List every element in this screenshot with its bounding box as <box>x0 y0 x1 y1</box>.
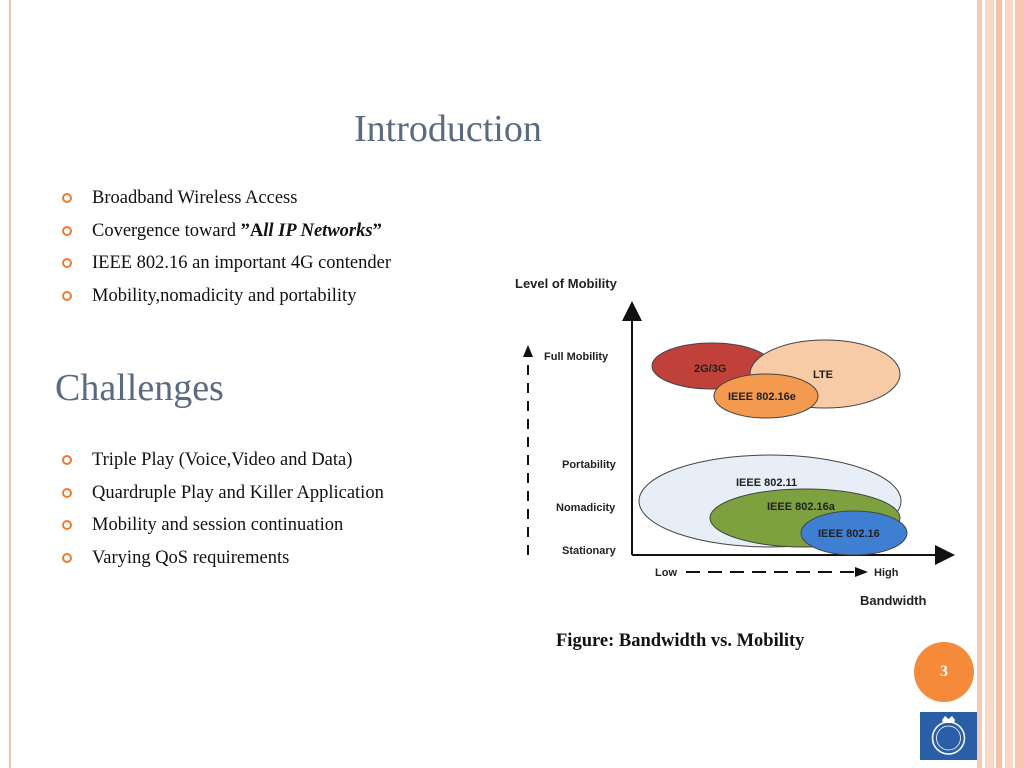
ellipse-ieee80216 <box>800 510 908 556</box>
kth-logo <box>920 712 977 760</box>
bullet-icon <box>62 487 72 498</box>
bullet-icon <box>62 193 72 203</box>
tech-label: IEEE 802.16 <box>818 528 880 540</box>
x-level-label: High <box>874 567 899 579</box>
ellipse-ieee80216e <box>713 373 819 419</box>
x-level-label: Low <box>655 567 677 579</box>
x-axis-title: Bandwidth <box>860 593 926 608</box>
bullet-item: Covergence toward ”All IP Networks” <box>60 220 391 253</box>
tech-label: LTE <box>813 369 833 381</box>
right-border-stripe <box>1015 0 1024 768</box>
right-border-stripe <box>977 0 982 768</box>
y-level-label: Full Mobility <box>544 351 609 363</box>
intro-title: Introduction <box>354 108 542 150</box>
bullet-text: IEEE 802.16 an important 4G contender <box>92 253 391 273</box>
tech-label: 2G/3G <box>694 363 726 375</box>
bullet-text: Mobility and session continuation <box>92 515 344 535</box>
bullet-item: Quardruple Play and Killer Application <box>60 482 384 515</box>
bullet-text-prefix: Covergence toward <box>92 220 241 241</box>
y-axis-title: Level of Mobility <box>515 276 618 291</box>
bullet-item: IEEE 802.16 an important 4G contender <box>60 252 391 285</box>
tech-label: IEEE 802.16a <box>767 501 836 513</box>
right-border-stripe <box>985 0 994 768</box>
y-level-label: Stationary <box>562 545 617 557</box>
bullet-icon <box>62 258 72 268</box>
page-number-badge: 3 <box>914 642 974 702</box>
bullet-item: Mobility,nomadicity and portability <box>60 285 391 318</box>
bullet-emph-suffix: ” <box>372 220 382 241</box>
bandwidth-arrowhead <box>855 567 868 577</box>
bullet-icon <box>62 552 72 563</box>
mobility-arrowhead <box>523 345 533 357</box>
bullet-text: Varying QoS requirements <box>92 547 290 568</box>
tech-label: IEEE 802.11 <box>736 477 797 489</box>
bullet-item: Varying QoS requirements <box>60 547 384 580</box>
y-level-label: Portability <box>562 459 617 471</box>
bullet-text: Mobility,nomadicity and portability <box>92 285 357 306</box>
challenges-title: Challenges <box>55 367 224 409</box>
kth-crest-icon <box>920 712 977 760</box>
challenges-bullet-list: Triple Play (Voice,Video and Data) Quard… <box>60 449 384 579</box>
tech-label: IEEE 802.16e <box>728 391 796 403</box>
mobility-bandwidth-diagram: Level of Mobility Bandwidth Full Mobilit… <box>515 276 955 608</box>
intro-bullet-list: Broadband Wireless Access Covergence tow… <box>60 187 391 317</box>
bullet-text: Triple Play (Voice,Video and Data) <box>92 450 353 470</box>
bullet-emph-b: ll IP Networks <box>263 220 373 241</box>
y-level-label: Nomadicity <box>556 502 616 514</box>
bullet-text: Broadband Wireless Access <box>92 188 298 208</box>
bullet-icon <box>62 290 72 301</box>
bullet-item: Broadband Wireless Access <box>60 187 391 220</box>
bullet-icon <box>62 520 72 530</box>
right-border-stripe <box>996 0 1002 768</box>
bullet-icon <box>62 455 72 465</box>
bullet-item: Triple Play (Voice,Video and Data) <box>60 449 384 482</box>
bullet-item: Mobility and session continuation <box>60 514 384 547</box>
bullet-emph-a: ”A <box>240 220 264 241</box>
page-number: 3 <box>940 663 948 680</box>
right-border-stripe <box>1005 0 1013 768</box>
figure-caption: Figure: Bandwidth vs. Mobility <box>556 631 805 651</box>
bullet-text: Quardruple Play and Killer Application <box>92 482 384 503</box>
left-border-line <box>9 0 11 768</box>
bullet-icon <box>62 225 72 236</box>
